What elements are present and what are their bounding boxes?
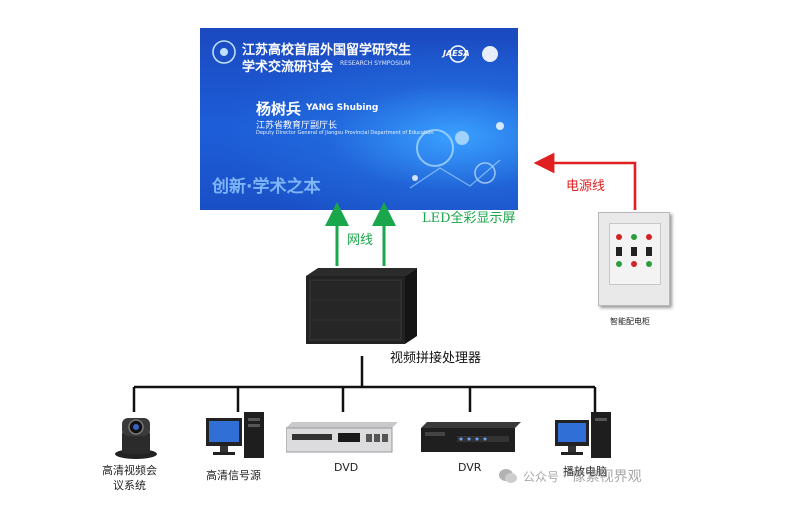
dvr-label: DVR [458,461,482,474]
dvr-icon [421,422,521,452]
watermark-prefix: 公众号 · [523,469,567,484]
processor-chassis-icon [306,268,417,344]
event-title-line2: 学术交流研讨会 [242,60,334,75]
hd-signal-source-label: 高清信号源 [206,469,261,482]
speaker-name: 杨树兵 [256,100,302,118]
dvd-label: DVD [334,461,359,474]
led-display-label: LED全彩显示屏 [422,211,516,226]
watermark: 公众号 · 像素视界观 [498,464,674,488]
power-cabinet [598,212,670,306]
speaker-title: 江苏省教育厅副厅长 [256,121,338,131]
video-conference-label-1: 高清视频会 [102,464,157,477]
logo-text: JAESA [443,49,470,58]
power-arrow [533,152,637,210]
processor-label: 视频拼接处理器 [390,351,482,366]
video-processor [304,266,417,346]
playback-pc-label: 播放电脑 [563,465,607,478]
playback-pc-icon [555,412,611,458]
speaker-name-en: YANG Shubing [306,103,379,113]
indicator-lights-icon [616,234,652,267]
dvd-player-icon [286,422,398,453]
conference-camera-icon [115,418,157,459]
speaker-title-en: Deputy Director General of Jiangsu Provi… [256,130,434,136]
network-cable-label: 网线 [347,233,374,248]
power-cabinet-label: 智能配电柜 [610,317,650,326]
wechat-icon [499,469,517,483]
video-conference-label-2: 议系统 [113,479,146,492]
slogan: 创新·学术之本 [212,177,321,197]
watermark-name: 像素视界观 [571,469,642,485]
screen-decoration-icon [212,40,504,189]
led-display-screen: 江苏高校首届外国留学研究生 学术交流研讨会 RESEARCH SYMPOSIUM… [200,28,518,210]
hd-signal-pc-icon [206,412,264,458]
event-subtitle: RESEARCH SYMPOSIUM [340,60,411,67]
event-title-line1: 江苏高校首届外国留学研究生 [242,43,412,58]
power-cable-label: 电源线 [566,179,606,194]
